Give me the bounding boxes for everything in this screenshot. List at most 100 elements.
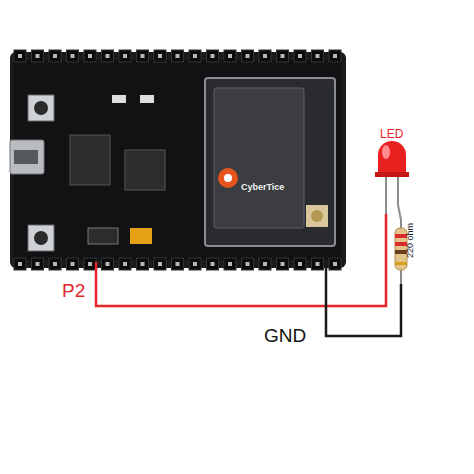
header-pin [242,50,254,62]
header-pin [207,50,219,62]
smd-led [112,95,126,103]
regulator [125,150,165,190]
pin-tip [211,54,215,58]
header-pin [49,50,61,62]
pin-tip [18,262,22,266]
pin-tip [106,54,110,58]
usb-uart-chip [70,135,110,185]
header-pin [224,258,236,270]
watermark-logo [218,168,238,188]
pin-tip [193,262,197,266]
header-pin [312,258,324,270]
pin-tip [88,262,92,266]
pin-tip [36,54,40,58]
pin-tip [246,54,250,58]
header-pin [259,50,271,62]
smd-led [140,95,154,103]
board-surface [14,60,342,260]
pin-tip [333,54,337,58]
pin-tip [53,54,57,58]
pin-tip [263,262,267,266]
esp32-module [205,78,335,246]
pin-tip [18,54,22,58]
header-pin [189,50,201,62]
header-pin [207,258,219,270]
pin-tip [281,262,285,266]
header-pin [49,258,61,270]
header-pin [329,50,341,62]
header-pin [14,50,26,62]
esp32-board [10,52,346,268]
micro-usb [10,140,44,174]
pin-tip [106,262,110,266]
header-pin [67,50,79,62]
ground-wire [326,262,401,336]
header-pin [224,50,236,62]
pin-tip [263,54,267,58]
header-pin [172,258,184,270]
resistor-symbol [395,228,407,270]
pin-tip [123,54,127,58]
pin-tip [281,54,285,58]
header-pin [84,258,96,270]
led-anode-leg [385,175,387,214]
led-body [378,141,406,176]
signal-wire [96,214,386,306]
pin-tip [316,262,320,266]
pin-headers [14,50,341,270]
header-pin [312,50,324,62]
pin-tip [246,262,250,266]
part-name: LED [380,128,403,140]
pin-tip [141,262,145,266]
led-cathode-leg [398,205,401,220]
led-cathode-leg [397,175,399,205]
pin-tip [71,54,75,58]
header-pin [154,258,166,270]
led-highlight [382,145,390,159]
pin-tip [333,262,337,266]
header-pin [14,258,26,270]
led-rim [375,172,409,177]
watermark-logo [224,174,232,182]
resistor-band [395,234,407,238]
button-cap [34,231,48,245]
watermark: CyberTice [241,183,284,192]
pin-tip [123,262,127,266]
signal-name: GND [264,326,306,345]
boot-button [28,95,54,121]
header-pin [242,258,254,270]
resistor-band [395,250,407,254]
pin-tip [53,262,57,266]
header-pin [137,50,149,62]
pin-tip [158,262,162,266]
resistor-band [395,242,407,246]
capacitor [130,228,152,244]
pin-tip [298,262,302,266]
resistor-band [395,262,407,265]
resistor-value: 220 ohm [407,222,416,257]
header-pin [277,50,289,62]
header-pin [329,258,341,270]
header-pin [259,258,271,270]
pin-tip [176,262,180,266]
pin-tip [228,54,232,58]
header-pin [119,258,131,270]
pin-tip [316,54,320,58]
header-pin [294,258,306,270]
pin-tip [88,54,92,58]
header-pin [84,50,96,62]
usb-port [14,150,38,164]
header-pin [32,258,44,270]
pin-tip [71,262,75,266]
diode [88,228,118,244]
header-pin [102,258,114,270]
pin-tip [176,54,180,58]
pin-tip [36,262,40,266]
header-pin [102,50,114,62]
antenna-connector [306,205,328,227]
header-pin [32,50,44,62]
pin-tip [298,54,302,58]
header-pin [172,50,184,62]
pin-name: P2 [62,281,85,300]
